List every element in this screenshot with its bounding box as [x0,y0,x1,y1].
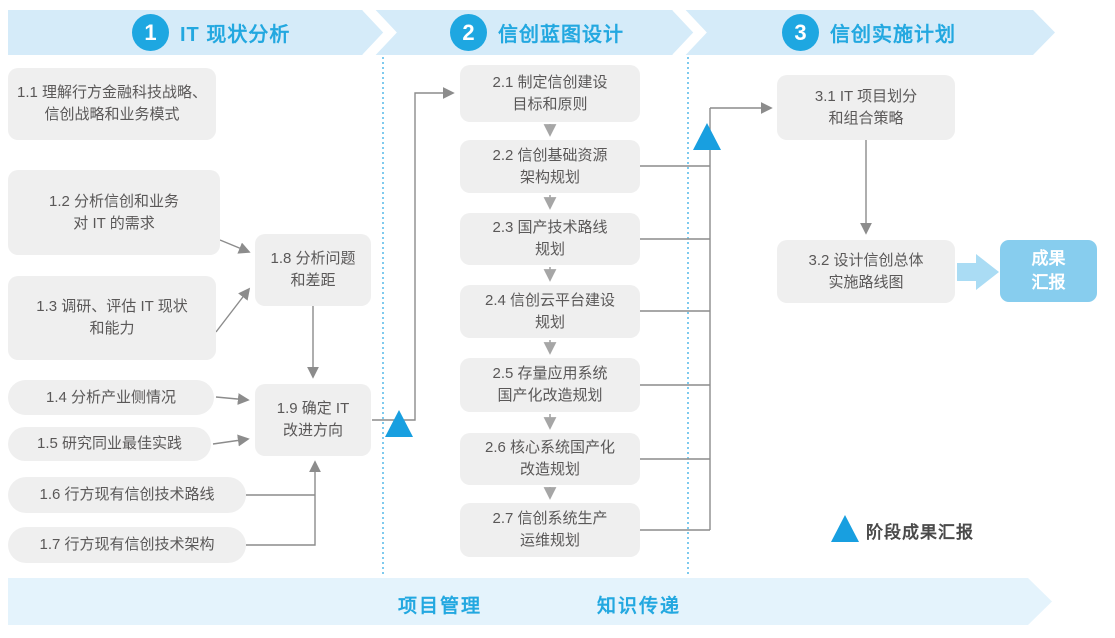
step-box-1-6: 1.6 行方现有信创技术路线 [8,477,246,513]
phase-3-header: 3 信创实施计划 [782,14,956,51]
step-box-2-7: 2.7 信创系统生产 运维规划 [460,503,640,557]
legend-triangle-icon [831,515,859,542]
step-box-1-5: 1.5 研究同业最佳实践 [8,427,211,461]
legend-milestone-label: 阶段成果汇报 [866,523,974,542]
milestone-triangle-phase1 [385,410,413,437]
banner-chevron-separator-1 [362,3,397,62]
phase-1-number-badge: 1 [132,14,169,51]
phase-1-header: 1 IT 现状分析 [132,14,290,51]
step-box-2-2: 2.2 信创基础资源 架构规划 [460,140,640,193]
phase-3-number-badge: 3 [782,14,819,51]
phase2-collector-lines [640,102,872,531]
step-box-1-8: 1.8 分析问题 和差距 [255,234,371,306]
step-box-3-1: 3.1 IT 项目划分 和组合策略 [777,75,955,140]
phase-2-header: 2 信创蓝图设计 [450,14,624,51]
step-box-2-6: 2.6 核心系统国产化 改造规划 [460,433,640,485]
phase1-connectors [212,87,455,546]
phase-3-title: 信创实施计划 [830,24,956,46]
footer-knowledge-transfer-label: 知识传递 [597,596,682,617]
footer-project-management-label: 项目管理 [398,596,483,617]
phase-2-title: 信创蓝图设计 [498,24,624,46]
banner-chevron-separator-2 [672,3,707,62]
step-box-2-5: 2.5 存量应用系统 国产化改造规划 [460,358,640,412]
result-report-box: 成果 汇报 [1000,240,1097,302]
step-box-1-2: 1.2 分析信创和业务 对 IT 的需求 [8,170,220,255]
step-box-2-4: 2.4 信创云平台建设 规划 [460,285,640,338]
phase-1-title: IT 现状分析 [180,24,291,46]
step-box-2-3: 2.3 国产技术路线 规划 [460,213,640,265]
phase-2-number-badge: 2 [450,14,487,51]
result-thick-arrow [957,254,999,290]
step-box-1-7: 1.7 行方现有信创技术架构 [8,527,246,563]
step-box-1-3: 1.3 调研、评估 IT 现状 和能力 [8,276,216,360]
step-box-1-1: 1.1 理解行方金融科技战略、 信创战略和业务模式 [8,68,216,140]
step-box-3-2: 3.2 设计信创总体 实施路线图 [777,240,955,303]
step-box-2-1: 2.1 制定信创建设 目标和原则 [460,65,640,122]
step-box-1-4: 1.4 分析产业侧情况 [8,380,214,415]
milestone-triangle-phase2 [693,123,721,150]
step-box-1-9: 1.9 确定 IT 改进方向 [255,384,371,456]
bottom-banner [8,578,1052,625]
